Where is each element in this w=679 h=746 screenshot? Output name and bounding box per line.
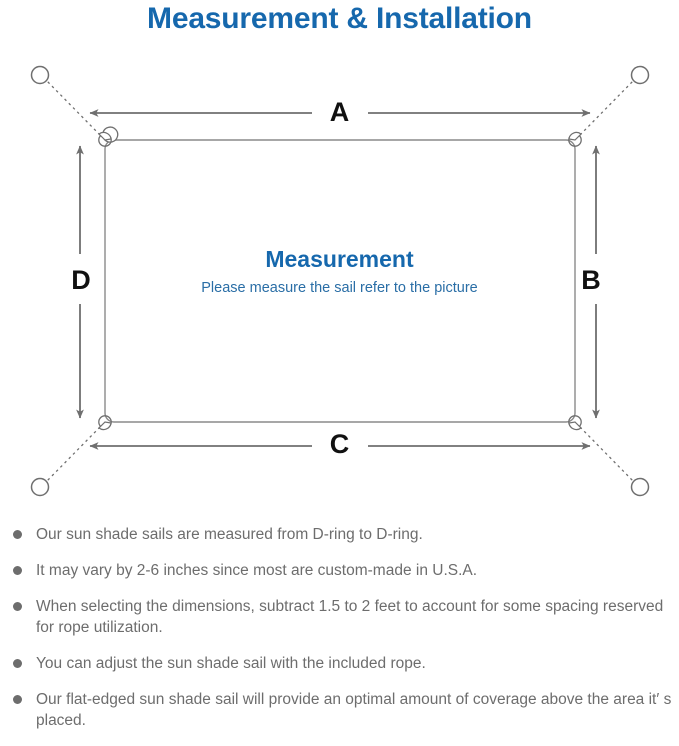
rope-top-left xyxy=(43,77,101,136)
diagram-svg xyxy=(30,65,650,497)
rope-bottom-right xyxy=(579,426,637,485)
bullet-icon xyxy=(13,530,22,539)
sail-heading: Measurement xyxy=(265,246,414,272)
bullet-icon xyxy=(13,659,22,668)
dimension-label-c: C xyxy=(329,429,350,459)
rope-bottom-left xyxy=(43,426,101,485)
anchor-ring-bottom-left xyxy=(30,477,50,497)
bullet-icon xyxy=(13,566,22,575)
sail-body xyxy=(104,139,576,423)
dimension-label-a: A xyxy=(329,97,350,127)
list-item: Our flat-edged sun shade sail will provi… xyxy=(10,689,674,731)
dimension-label-d: D xyxy=(71,265,91,295)
notes-list: Our sun shade sails are measured from D-… xyxy=(10,524,674,746)
list-item: You can adjust the sun shade sail with t… xyxy=(10,653,674,674)
d-ring-tab-top-left xyxy=(98,131,112,141)
d-ring-tab-top-right xyxy=(568,131,582,141)
list-item-text: When selecting the dimensions, subtract … xyxy=(36,598,664,636)
anchor-ring-top-left xyxy=(30,65,50,85)
list-item: It may vary by 2-6 inches since most are… xyxy=(10,560,674,581)
list-item: Our sun shade sails are measured from D-… xyxy=(10,524,674,545)
rope-top-right xyxy=(579,77,637,136)
list-item-text: Our sun shade sails are measured from D-… xyxy=(36,526,423,543)
list-item-text: You can adjust the sun shade sail with t… xyxy=(36,655,426,672)
page-title: Measurement & Installation xyxy=(147,2,532,35)
shade-sail-measurement-diagram: Measurement Please measure the sail refe… xyxy=(0,46,679,516)
list-item: When selecting the dimensions, subtract … xyxy=(10,596,674,638)
bullet-icon xyxy=(13,695,22,704)
list-item-text: It may vary by 2-6 inches since most are… xyxy=(36,562,478,579)
d-ring-tab-bottom-right xyxy=(568,421,582,431)
sail-subheading: Please measure the sail refer to the pic… xyxy=(201,280,478,296)
dimension-label-b: B xyxy=(581,265,601,295)
anchor-ring-top-right xyxy=(630,65,650,85)
list-item-text: Our flat-edged sun shade sail will provi… xyxy=(36,691,672,729)
bullet-icon xyxy=(13,602,22,611)
d-ring-tab-bottom-left xyxy=(98,421,112,431)
anchor-ring-bottom-right xyxy=(630,477,650,497)
